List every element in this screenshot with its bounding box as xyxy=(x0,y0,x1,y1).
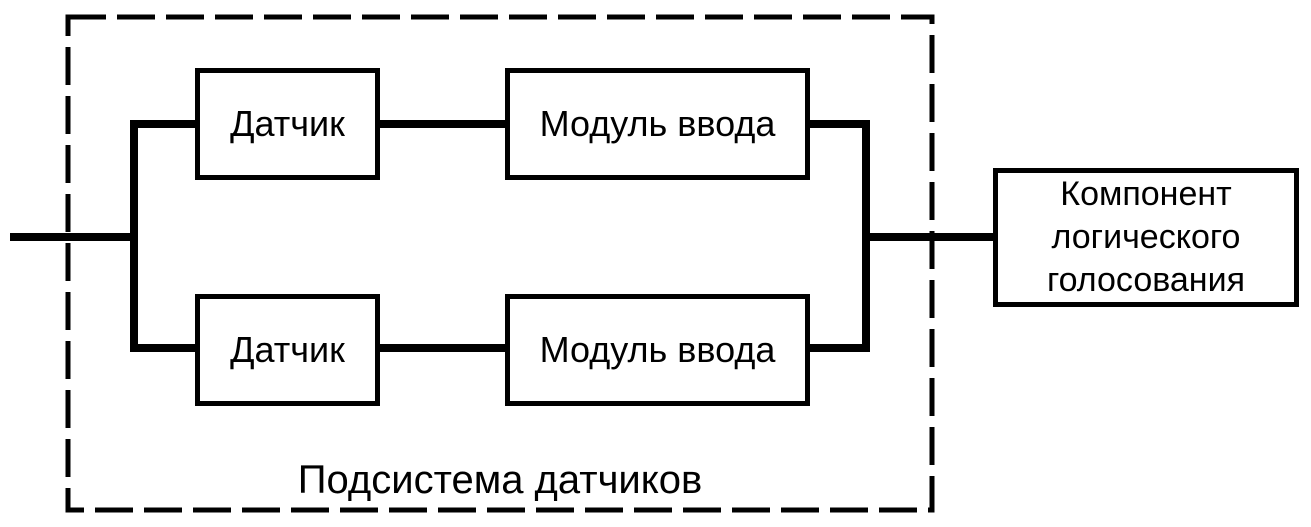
input-module-box-bottom: Модуль ввода xyxy=(505,294,810,406)
voting-component-box: Компонент логического голосования xyxy=(993,168,1299,307)
subsystem-boundary-dashed-rect xyxy=(65,14,935,513)
sensor-box-bottom-label: Датчик xyxy=(230,329,345,371)
input-module-box-top: Модуль ввода xyxy=(505,68,810,180)
sensor-box-bottom: Датчик xyxy=(195,294,380,406)
sensor-box-top-label: Датчик xyxy=(230,103,345,145)
subsystem-label: Подсистема датчиков xyxy=(297,458,703,502)
voting-component-label: Компонент логического голосования xyxy=(1046,174,1245,300)
input-module-box-bottom-label: Модуль ввода xyxy=(539,329,776,371)
input-module-box-top-label: Модуль ввода xyxy=(539,103,776,145)
sensor-box-top: Датчик xyxy=(195,68,380,180)
